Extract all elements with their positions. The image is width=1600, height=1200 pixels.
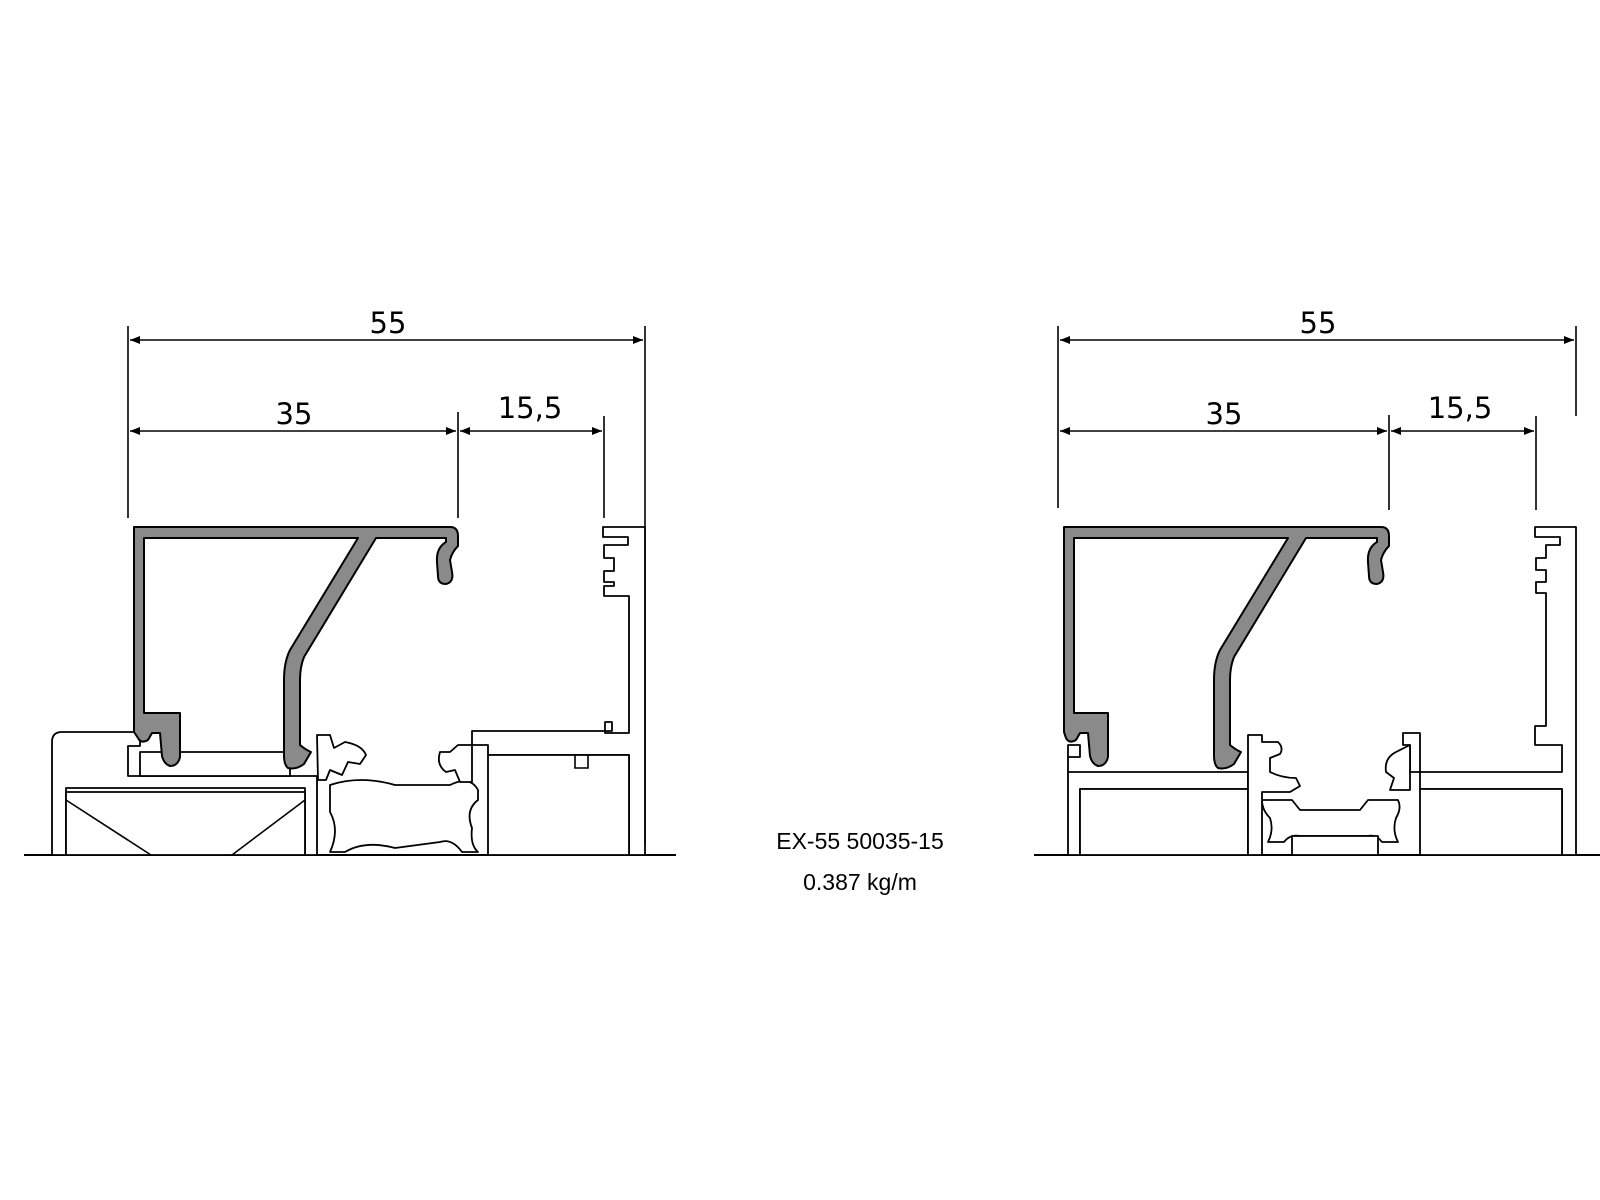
left-section-drawing: 55 35 15,5 bbox=[24, 306, 676, 856]
frame-chamber bbox=[487, 754, 630, 856]
dimension-overall-label: 55 bbox=[370, 306, 407, 340]
base-chamber bbox=[1079, 788, 1249, 856]
glazing-clip-right bbox=[437, 744, 473, 783]
dimension-right-label: 15,5 bbox=[498, 391, 563, 425]
insulation-hatch bbox=[65, 799, 152, 856]
frame-chamber bbox=[1419, 788, 1563, 856]
right-section-drawing: 55 35 15,5 bbox=[1034, 306, 1600, 856]
frame-notch bbox=[574, 755, 589, 769]
thermal-chamber bbox=[1291, 835, 1379, 856]
glazing-clip-left bbox=[1247, 734, 1301, 856]
dimension-overall-label: 55 bbox=[1300, 306, 1337, 340]
profile-weight: 0.387 kg/m bbox=[803, 869, 917, 895]
thermal-break bbox=[329, 779, 479, 853]
glazing-bead-profile bbox=[133, 526, 459, 770]
insulation-hatch bbox=[231, 799, 306, 856]
dimension-left-label: 35 bbox=[276, 397, 313, 431]
glazing-bead-profile bbox=[1063, 526, 1390, 770]
dimension-left-label: 35 bbox=[1206, 397, 1243, 431]
glazing-clip-right bbox=[1384, 744, 1411, 791]
dimension-right-label: 15,5 bbox=[1428, 391, 1493, 425]
profile-caption: EX-55 50035-15 0.387 kg/m bbox=[776, 828, 944, 895]
profile-code: EX-55 50035-15 bbox=[776, 828, 944, 854]
glazing-clip-left bbox=[316, 734, 367, 781]
